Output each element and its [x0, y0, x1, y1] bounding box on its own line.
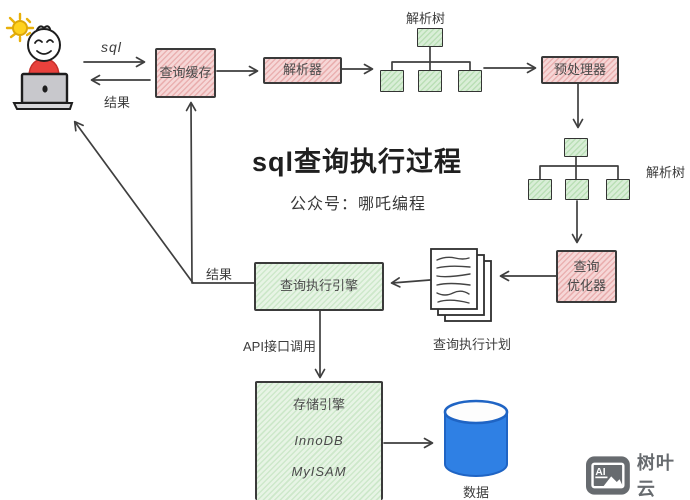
database-cylinder-icon — [443, 399, 509, 477]
edge-label-api-call: API接口调用 — [243, 339, 316, 354]
node-query-cache: 查询缓存 — [155, 48, 216, 98]
edge-label-result-mid: 结果 — [206, 267, 233, 282]
edge-label-result-top: 结果 — [104, 95, 131, 110]
tree2-connectors — [539, 156, 619, 180]
node-preprocessor: 预处理器 — [541, 56, 619, 84]
page-subtitle: 公众号：哪吒编程 — [290, 196, 427, 213]
tree2-child-3 — [606, 179, 630, 200]
edge-label-sql: sql — [101, 39, 122, 55]
sun-icon — [5, 12, 35, 43]
tree1-root — [417, 28, 443, 47]
node-preprocessor-label: 预处理器 — [553, 61, 606, 77]
parse-tree-right-label: 解析树 — [646, 165, 686, 180]
user-figure — [5, 12, 74, 110]
node-query-engine-label: 查询执行引擎 — [279, 278, 358, 294]
node-query-cache-label: 查询缓存 — [159, 64, 212, 80]
page-title: sql查询执行过程 — [252, 147, 463, 177]
arrow-result-to-user-long — [73, 120, 194, 284]
watermark-logo-text: AI — [595, 467, 605, 478]
person-body — [28, 58, 60, 78]
node-parser-label: 解析器 — [282, 62, 322, 78]
data-label: 数据 — [463, 485, 490, 500]
parse-tree-top-label: 解析树 — [406, 11, 446, 26]
node-query-optimizer-line2: 优化器 — [566, 277, 606, 293]
tree1-child-2 — [418, 70, 442, 92]
tree1-child-1 — [380, 70, 404, 92]
node-storage-engine-label: 存储引擎 — [292, 397, 345, 412]
storage-engine-myisam: MyISAM — [291, 464, 347, 479]
storage-engine-innodb: InnoDB — [294, 433, 344, 448]
node-query-engine: 查询执行引擎 — [254, 262, 384, 311]
query-plan-papers-icon — [430, 248, 492, 322]
laptop-icon — [12, 72, 74, 110]
node-query-optimizer-line1: 查询 — [573, 258, 600, 274]
tree1-connectors — [391, 46, 471, 71]
watermark: AI 树叶云 — [586, 449, 690, 500]
node-query-optimizer: 查询 优化器 — [556, 250, 617, 303]
tree1-child-3 — [458, 70, 482, 92]
arrow-plan-to-engine — [390, 277, 431, 288]
tree2-child-1 — [528, 179, 552, 200]
node-storage-engine: 存储引擎 InnoDB MyISAM — [255, 381, 383, 500]
watermark-logo-icon: AI — [586, 455, 630, 495]
person-head — [27, 28, 61, 62]
node-parser: 解析器 — [263, 57, 342, 84]
watermark-brand: 树叶云 — [636, 453, 675, 499]
arrow-result-to-cache — [185, 101, 197, 284]
query-plan-label: 查询执行计划 — [433, 337, 512, 352]
tree2-root — [564, 138, 588, 157]
tree2-child-2 — [565, 179, 589, 200]
